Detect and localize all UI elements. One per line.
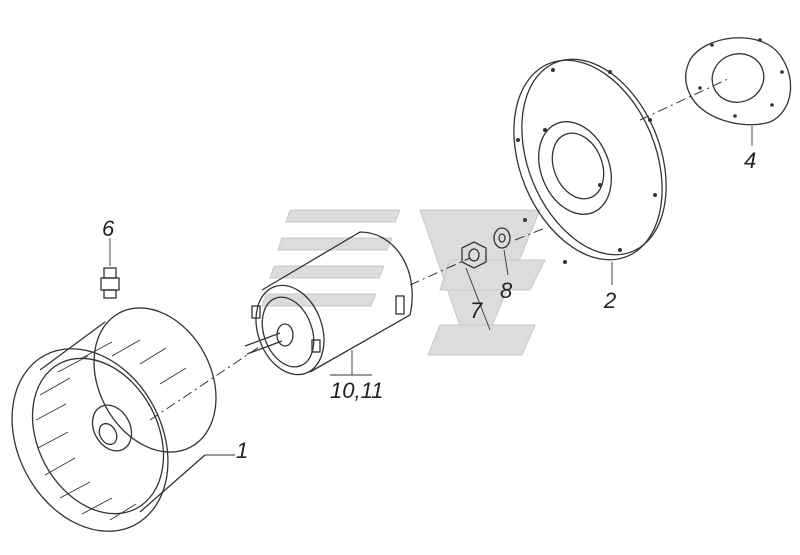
assembly-axis-2 (409, 257, 471, 286)
mounting-flange (513, 58, 667, 285)
callout-10-11: 10,11 (330, 378, 384, 403)
callout-7: 7 (470, 298, 483, 323)
callout-2: 2 (604, 288, 617, 313)
assembly-axis-4 (639, 77, 731, 121)
grease-fitting (100, 238, 120, 299)
assembly-axis (149, 344, 263, 421)
callout-6: 6 (102, 216, 115, 241)
watermark-logo (261, 209, 546, 356)
gasket (685, 37, 792, 146)
nut (461, 241, 491, 331)
callout-4: 4 (744, 148, 757, 173)
assembly-axis-3 (514, 227, 546, 241)
washer (493, 227, 511, 276)
callout-1: 1 (236, 438, 249, 463)
electric-motor (244, 231, 413, 376)
fan-wheel (11, 307, 217, 532)
callout-8: 8 (500, 278, 513, 303)
